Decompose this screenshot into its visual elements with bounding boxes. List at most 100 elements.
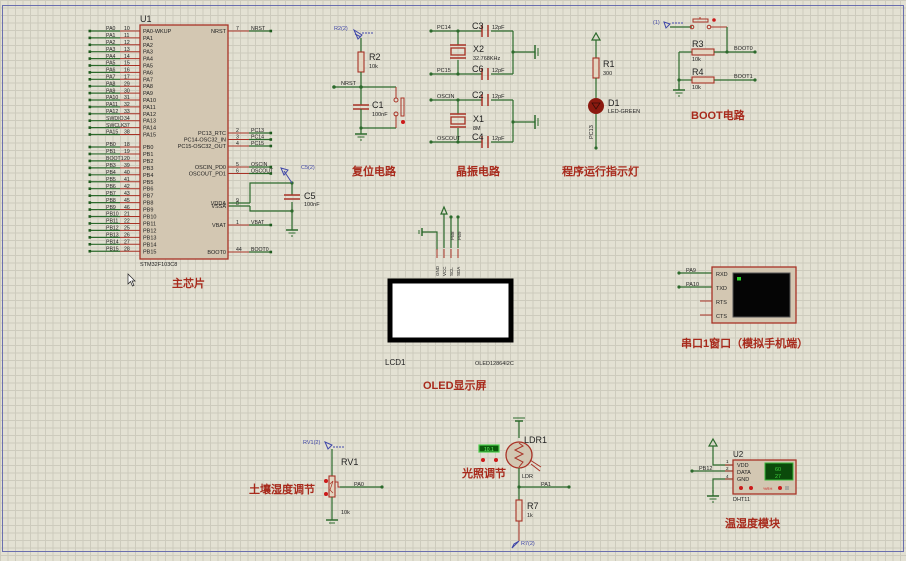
dht-temp-increase-button[interactable]: [749, 486, 753, 490]
boot-circuit[interactable]: (1) R3 10k BOOT0: [653, 17, 757, 122]
ldr-lux-display: [478, 444, 500, 453]
led-d1[interactable]: [588, 98, 604, 114]
r1-resistor[interactable]: [592, 57, 600, 79]
r3-resistor[interactable]: [691, 48, 715, 56]
r2-resistor[interactable]: [357, 51, 365, 73]
boot-button[interactable]: [689, 17, 716, 30]
u1-pin-net: PA2: [106, 40, 116, 46]
x2-crystal[interactable]: [450, 47, 466, 56]
reset-net-label: NRST: [341, 81, 357, 87]
u1-pin-number: 21: [124, 212, 130, 218]
dht-temp-decrease-button[interactable]: [739, 486, 743, 490]
reset-probe: R2(2): [334, 26, 348, 32]
net-oscin: OSCIN: [437, 94, 454, 100]
u1-pin-number: 5: [236, 162, 239, 168]
uart-terminal-screen[interactable]: [732, 272, 791, 318]
ldr-increase-button[interactable]: [494, 458, 498, 462]
u1-pin-name: PB6: [143, 187, 153, 193]
soil-humidity-circuit[interactable]: RV1(2) PA0 RV1 10k 土壤湿度调节: [249, 440, 384, 524]
r1-value: 300: [603, 71, 612, 77]
u1-pin-net: SWDIO: [106, 116, 124, 122]
dht-pin-num-2: 2: [726, 466, 729, 471]
rv1-potentiometer[interactable]: [328, 475, 336, 498]
u1-pin-name: PB9: [143, 208, 153, 214]
light-sensor-circuit[interactable]: LDR1 LDR 10.1 PA1 R7 1k R7(2) 光照调节: [461, 417, 571, 549]
uart-terminal[interactable]: PA9 PA10 RXD TXD RTS CTS 串口1窗口（模拟手机端）: [677, 266, 808, 350]
uart-net-pa9: PA9: [686, 268, 696, 274]
oled-display[interactable]: PB8 PB9 GND VCC SCL SDA LCD1 OLED12864I2…: [385, 205, 514, 392]
oled-screen[interactable]: [387, 278, 514, 343]
led-net-label: PC13: [589, 125, 595, 139]
r7-resistor[interactable]: [515, 499, 523, 522]
u1-pin-name: NRST: [211, 29, 227, 35]
led-circuit[interactable]: R1 300 D1 LED-GREEN PC13 程序运行指示灯: [562, 31, 640, 178]
dht-rh-button[interactable]: [778, 486, 782, 490]
u1-pin-name: BOOT0: [207, 250, 226, 256]
ldr-sensor[interactable]: [505, 441, 533, 469]
rv1-decrease-button[interactable]: [324, 492, 328, 496]
dht11-circuit[interactable]: PB12 1 2 4 U2 DHT11 VDD DATA GND 60 27 %…: [690, 437, 797, 530]
r4-resistor[interactable]: [691, 76, 715, 84]
c6-ref: C6: [472, 64, 484, 74]
section-label-dht: 温湿度模块: [725, 516, 781, 530]
u1-body[interactable]: [139, 24, 229, 260]
u1-pin-net: PA1: [106, 33, 116, 39]
rv1-increase-button[interactable]: [324, 479, 328, 483]
crystal-circuit[interactable]: PC14 PC15 C3 12pF C6 12pF X2 32.768KHz: [429, 21, 539, 178]
rv1-value: 10k: [341, 510, 350, 516]
reset-button[interactable]: [393, 97, 405, 124]
reset-circuit[interactable]: R2(2) R2 10k NRST C1 100nF: [332, 26, 405, 178]
dht-pin-vdd: VDD: [737, 463, 749, 469]
c3-value: 12pF: [492, 25, 505, 31]
r2-ref: R2: [369, 52, 381, 62]
u1-pin-net: SWCLK: [106, 123, 125, 129]
c1-value: 100nF: [372, 112, 388, 118]
u1-pin-net: PA7: [106, 75, 116, 81]
x1-crystal[interactable]: [450, 116, 466, 125]
power-terminal-icon: [590, 31, 602, 41]
ldr-decrease-button[interactable]: [481, 458, 485, 462]
